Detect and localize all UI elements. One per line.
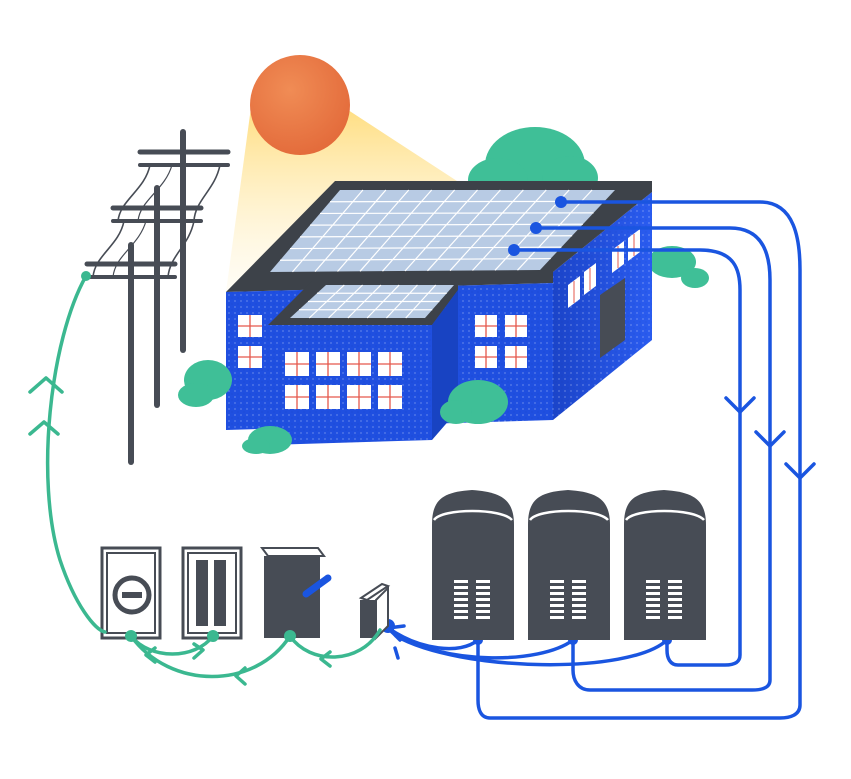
building-door-panel xyxy=(600,278,625,358)
panel-col-line xyxy=(385,284,418,319)
vent-slot xyxy=(646,598,660,601)
panel-col-line xyxy=(359,189,433,272)
vent-slot xyxy=(454,586,468,589)
vent-slot xyxy=(454,580,468,583)
panel-col-line xyxy=(382,189,456,272)
vent-slot xyxy=(454,610,468,613)
window xyxy=(378,352,402,376)
vent-slot xyxy=(646,610,660,613)
vent-slot xyxy=(572,616,586,619)
panel-col-line xyxy=(427,189,501,272)
side-window xyxy=(628,229,640,261)
panel-col-line xyxy=(292,189,364,273)
vent-slot xyxy=(668,616,682,619)
panel-col-line xyxy=(314,189,387,273)
vent-slot xyxy=(454,616,468,619)
vent-slot xyxy=(476,610,490,613)
side-window xyxy=(568,276,580,308)
utility-pole-icon xyxy=(84,129,231,465)
solar-panel-front-wing xyxy=(290,284,454,319)
vent-slot xyxy=(646,604,660,607)
combiner-box-icon xyxy=(358,582,391,641)
vent-slot xyxy=(550,610,564,613)
tree-cluster-front xyxy=(178,360,508,454)
vent-slot xyxy=(550,598,564,601)
vent-slot xyxy=(668,586,682,589)
vent-slot xyxy=(668,592,682,595)
panel-col-line xyxy=(366,284,400,319)
vent-slot xyxy=(476,592,490,595)
vent-slot xyxy=(572,592,586,595)
window xyxy=(475,315,497,337)
panel-col-line xyxy=(404,189,478,272)
electrical-panel-icon xyxy=(181,546,243,640)
vent-slot xyxy=(476,604,490,607)
vent-slot xyxy=(646,592,660,595)
window xyxy=(475,346,497,368)
vent-slot xyxy=(668,598,682,601)
window xyxy=(238,346,262,368)
vent-slot xyxy=(476,580,490,583)
vent-slot xyxy=(668,604,682,607)
window xyxy=(378,385,402,409)
window xyxy=(347,352,371,376)
sun-icon xyxy=(250,55,350,155)
vent-slot xyxy=(550,616,564,619)
ac-flow-arrows xyxy=(28,376,332,686)
inverter-icon xyxy=(528,490,610,640)
vent-slot xyxy=(454,598,468,601)
vent-slot xyxy=(550,604,564,607)
vent-slot xyxy=(550,586,564,589)
dc-flow-arrows xyxy=(386,396,816,660)
inverter-icon xyxy=(432,490,514,640)
vent-slot xyxy=(454,604,468,607)
panel-col-line xyxy=(405,284,437,319)
inverter-icon xyxy=(624,490,706,640)
vent-slot xyxy=(476,586,490,589)
window xyxy=(285,352,309,376)
vent-slot xyxy=(646,616,660,619)
meter-icon xyxy=(100,546,162,640)
window xyxy=(285,385,309,409)
inverter-group xyxy=(432,490,706,640)
panel-col-line xyxy=(308,284,345,319)
vent-slot xyxy=(454,592,468,595)
window xyxy=(505,315,527,337)
window xyxy=(505,346,527,368)
panel-col-line xyxy=(449,189,524,272)
vent-slot xyxy=(572,586,586,589)
window xyxy=(347,385,371,409)
dc-wiring xyxy=(386,200,802,720)
vent-slot xyxy=(668,580,682,583)
panel-col-line xyxy=(347,284,382,319)
vent-slot xyxy=(646,580,660,583)
vent-slot xyxy=(668,610,682,613)
vent-slot xyxy=(476,616,490,619)
building-windows xyxy=(238,229,640,409)
vent-slot xyxy=(572,598,586,601)
window xyxy=(238,315,262,337)
vent-slot xyxy=(572,580,586,583)
panel-col-line xyxy=(337,189,410,272)
side-window xyxy=(584,263,596,295)
panel-col-line xyxy=(472,189,547,271)
vent-slot xyxy=(550,592,564,595)
ac-connection-dots xyxy=(81,271,296,642)
panel-col-line xyxy=(328,284,363,319)
vent-slot xyxy=(550,580,564,583)
vent-slot xyxy=(572,610,586,613)
window xyxy=(316,352,340,376)
window xyxy=(316,385,340,409)
vent-slot xyxy=(646,586,660,589)
vent-slot xyxy=(476,598,490,601)
vent-slot xyxy=(572,604,586,607)
disconnect-switch-icon xyxy=(260,547,332,638)
